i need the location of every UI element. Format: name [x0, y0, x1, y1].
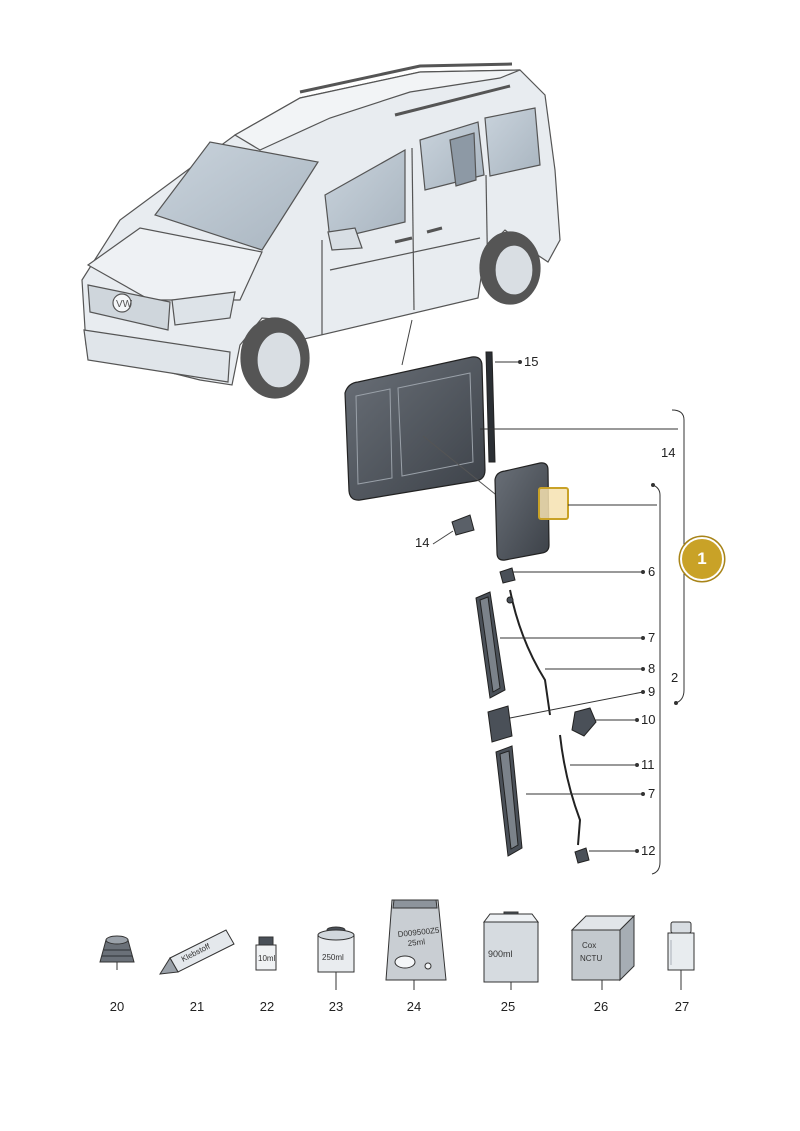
canister-icon: 900ml [483, 911, 539, 983]
clip-part [432, 514, 475, 545]
bottom-label-22: 22 [259, 999, 275, 1014]
leader-car-to-window [401, 319, 413, 366]
leader-lines [480, 360, 685, 875]
pouch-icon: D009500Z5 25ml [385, 899, 447, 981]
part-label-7-bottom: 7 [648, 786, 656, 801]
bottom-label-25: 25 [500, 999, 516, 1014]
can-icon: 250ml [317, 926, 355, 973]
svg-text:25ml: 25ml [407, 937, 425, 948]
window-glass-panel [344, 356, 486, 501]
part-label-14-left: 14 [415, 535, 430, 550]
seal-strip [485, 351, 496, 463]
part-label-15: 15 [524, 354, 539, 369]
svg-text:Cox: Cox [582, 941, 596, 950]
bottom-label-23: 23 [328, 999, 344, 1014]
svg-text:NCTU: NCTU [580, 954, 602, 963]
part-label-14-right: 14 [661, 445, 676, 460]
bottom-label-21: 21 [189, 999, 205, 1014]
part-label-10: 10 [641, 712, 656, 727]
thread-bushing-icon [99, 935, 135, 970]
svg-text:10ml: 10ml [258, 954, 276, 963]
sliding-window-pane [494, 462, 569, 561]
part-label-11: 11 [641, 757, 655, 772]
box-icon: Cox NCTU [570, 914, 636, 982]
bottom-stems [335, 970, 682, 990]
leader-glass-to-slider [422, 435, 501, 499]
bottom-label-26: 26 [593, 999, 609, 1014]
svg-text:D009500Z5: D009500Z5 [397, 926, 440, 939]
bottom-label-27: 27 [674, 999, 690, 1014]
svg-text:900ml: 900ml [488, 949, 513, 959]
vehicle-illustration: VW [81, 62, 561, 399]
guide-parts [475, 567, 597, 864]
part-label-8: 8 [648, 661, 656, 676]
adhesive-tube-icon: Klebstoff [159, 929, 235, 975]
small-bottle-icon: 10ml [255, 936, 277, 971]
bottom-label-24: 24 [406, 999, 422, 1014]
part-label-2: 2 [671, 670, 679, 685]
part-label-6: 6 [648, 564, 656, 579]
part-label-9: 9 [648, 684, 656, 699]
svg-text:VW: VW [116, 299, 133, 310]
bottom-label-20: 20 [109, 999, 125, 1014]
part-label-12: 12 [641, 843, 656, 858]
part-label-7-top: 7 [648, 630, 656, 645]
jar-icon [667, 921, 695, 971]
callout-badge: 1 [680, 537, 724, 581]
svg-text:250ml: 250ml [322, 953, 344, 962]
